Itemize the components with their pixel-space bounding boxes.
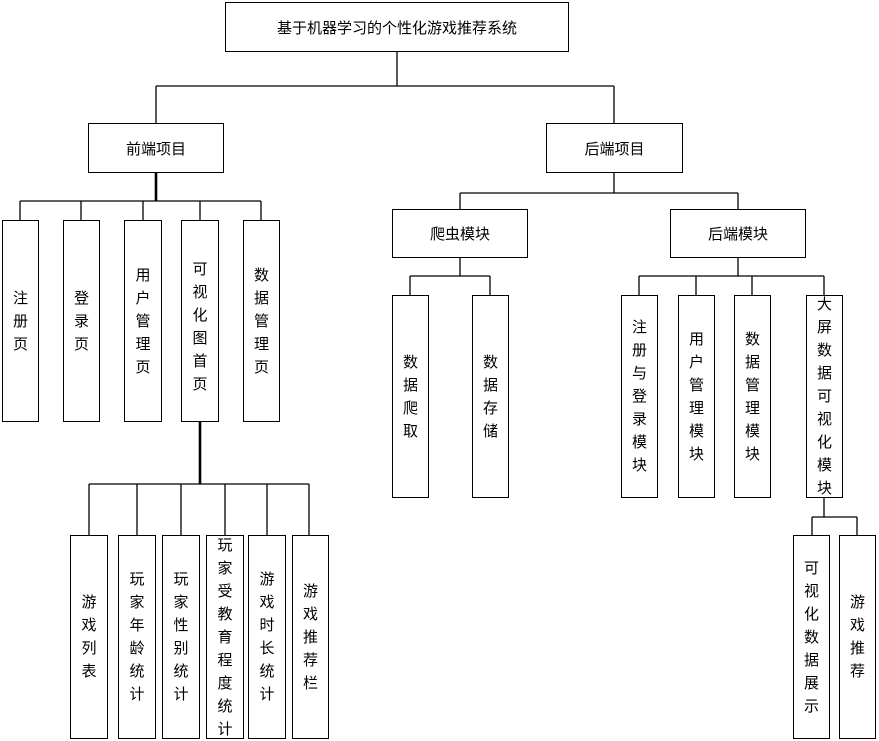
page-user-management-node: 用户管理页 — [124, 220, 162, 422]
visual-data-display-label: 可视化数据展示 — [803, 558, 819, 715]
page-data-management-node: 数据管理页 — [243, 220, 280, 422]
page-login-label: 登录页 — [73, 288, 89, 353]
data-storage-label: 数据存储 — [482, 352, 498, 440]
play-time-stats-label: 游戏时长统计 — [259, 570, 275, 703]
player-age-stats-node: 玩家年龄统计 — [118, 535, 156, 739]
frontend-node: 前端项目 — [88, 123, 224, 173]
data-management-module-label: 数据管理模块 — [744, 329, 760, 463]
user-management-module-label: 用户管理模块 — [688, 329, 704, 463]
page-register-node: 注册页 — [2, 220, 39, 422]
data-storage-node: 数据存储 — [472, 295, 509, 498]
big-screen-visual-module-label: 大屏数据可视化模块 — [816, 295, 832, 497]
frontend-label: 前端项目 — [125, 139, 186, 158]
page-visual-home-node: 可视化图首页 — [181, 220, 219, 422]
game-recommend-bar-label: 游戏推荐栏 — [302, 581, 318, 692]
player-gender-stats-node: 玩家性别统计 — [162, 535, 200, 739]
visual-data-display-node: 可视化数据展示 — [793, 535, 830, 739]
player-education-stats-label: 玩家受教育程度统计 — [217, 535, 233, 738]
server-module-node: 后端模块 — [670, 209, 806, 258]
game-recommend-bar-node: 游戏推荐栏 — [292, 535, 329, 739]
page-register-label: 注册页 — [12, 288, 28, 353]
game-recommend-node: 游戏推荐 — [839, 535, 876, 739]
game-list-node: 游戏列表 — [70, 535, 108, 739]
player-gender-stats-label: 玩家性别统计 — [173, 570, 189, 703]
backend-label: 后端项目 — [584, 139, 645, 158]
crawler-module-node: 爬虫模块 — [392, 209, 528, 258]
data-management-module-node: 数据管理模块 — [734, 295, 771, 498]
data-crawl-label: 数据爬取 — [402, 352, 418, 440]
root-label: 基于机器学习的个性化游戏推荐系统 — [276, 18, 517, 37]
page-data-management-label: 数据管理页 — [253, 265, 269, 376]
page-visual-home-label: 可视化图首页 — [192, 260, 208, 393]
server-module-label: 后端模块 — [707, 225, 768, 243]
user-management-module-node: 用户管理模块 — [678, 295, 715, 498]
crawler-module-label: 爬虫模块 — [429, 225, 490, 243]
game-recommend-label: 游戏推荐 — [849, 593, 865, 680]
page-login-node: 登录页 — [63, 220, 100, 422]
register-login-module-label: 注册与登录模块 — [631, 318, 647, 474]
player-age-stats-label: 玩家年龄统计 — [129, 570, 145, 703]
page-user-management-label: 用户管理页 — [135, 265, 151, 376]
register-login-module-node: 注册与登录模块 — [621, 295, 658, 498]
data-crawl-node: 数据爬取 — [392, 295, 429, 498]
player-education-stats-node: 玩家受教育程度统计 — [206, 535, 244, 739]
play-time-stats-node: 游戏时长统计 — [248, 535, 286, 739]
big-screen-visual-module-node: 大屏数据可视化模块 — [806, 295, 843, 498]
backend-node: 后端项目 — [546, 123, 683, 173]
root-node: 基于机器学习的个性化游戏推荐系统 — [225, 2, 569, 52]
game-list-label: 游戏列表 — [81, 593, 97, 680]
